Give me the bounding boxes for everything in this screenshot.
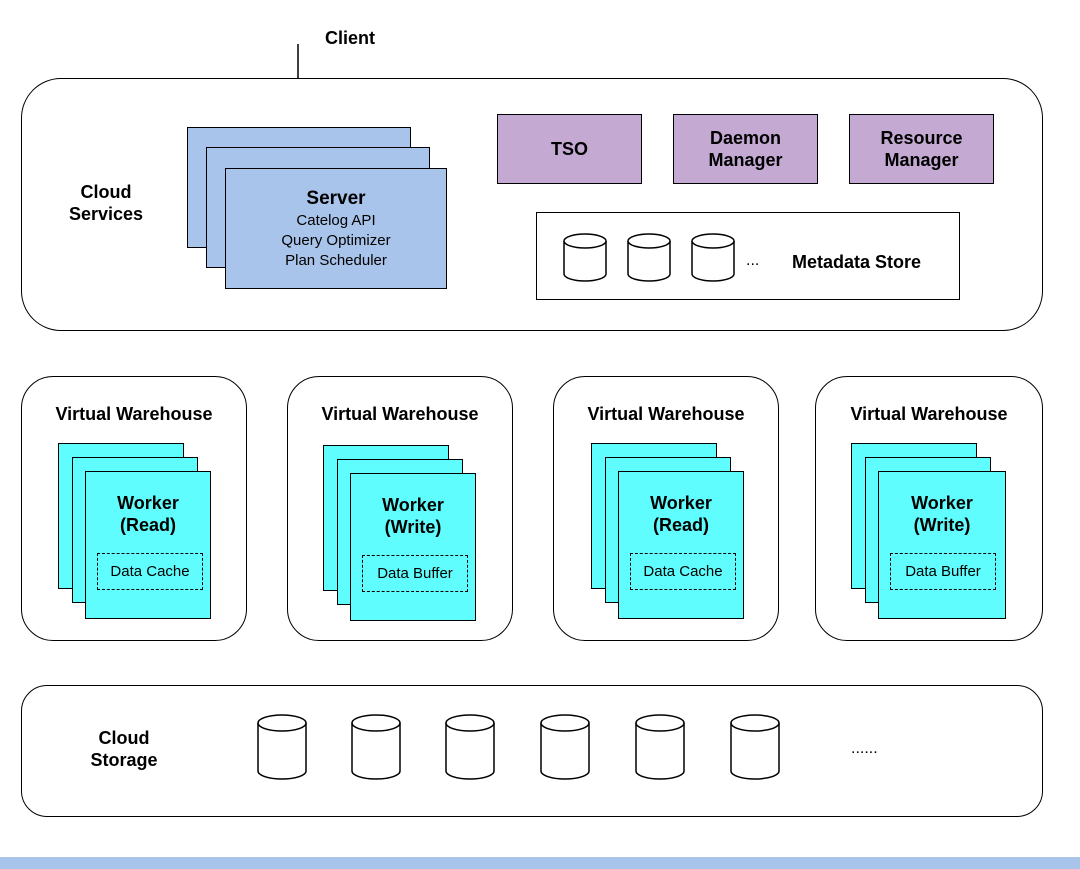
database-icon: [445, 714, 495, 780]
bottom-bar: [0, 857, 1080, 869]
client-label: Client: [324, 28, 375, 48]
database-icon: [730, 714, 780, 780]
worker-title: Worker (Read): [650, 493, 712, 535]
metadata-ellipsis: ...: [746, 252, 760, 269]
resource-manager-box: Resource Manager: [849, 114, 994, 184]
data-buffer: Data Buffer: [362, 555, 468, 592]
virtual-warehouse: Virtual Warehouse Worker (Write) Data Bu…: [287, 376, 513, 641]
data-cache: Data Cache: [97, 553, 203, 590]
warehouse-title: Virtual Warehouse: [850, 404, 1008, 424]
data-cache: Data Cache: [630, 553, 736, 590]
warehouse-title: Virtual Warehouse: [321, 404, 479, 424]
server-line-1: Catelog API: [296, 211, 376, 229]
worker-title: Worker (Write): [911, 493, 973, 535]
server-line-3: Plan Scheduler: [285, 251, 387, 269]
database-icon: [351, 714, 401, 780]
worker-card: Worker (Read) Data Cache: [85, 471, 211, 619]
worker-card: Worker (Write) Data Buffer: [878, 471, 1006, 619]
cloud-services-label: Cloud Services: [68, 182, 144, 224]
metadata-store-box: [536, 212, 960, 300]
data-buffer: Data Buffer: [890, 553, 996, 590]
virtual-warehouse: Virtual Warehouse Worker (Read) Data Cac…: [21, 376, 247, 641]
server-line-2: Query Optimizer: [281, 231, 391, 249]
worker-card: Worker (Write) Data Buffer: [350, 473, 476, 621]
virtual-warehouse: Virtual Warehouse Worker (Read) Data Cac…: [553, 376, 779, 641]
database-icon: [540, 714, 590, 780]
worker-title: Worker (Read): [117, 493, 179, 535]
database-icon: [627, 233, 671, 282]
database-icon: [257, 714, 307, 780]
warehouse-title: Virtual Warehouse: [55, 404, 213, 424]
cloud-storage-label: Cloud Storage: [90, 728, 158, 770]
database-icon: [635, 714, 685, 780]
database-icon: [691, 233, 735, 282]
metadata-store-label: Metadata Store: [792, 252, 922, 272]
storage-ellipsis: ......: [851, 740, 878, 757]
database-icon: [563, 233, 607, 282]
warehouse-title: Virtual Warehouse: [587, 404, 745, 424]
cloud-storage-panel: [21, 685, 1043, 817]
worker-card: Worker (Read) Data Cache: [618, 471, 744, 619]
tso-box: TSO: [497, 114, 642, 184]
server-card: Server Catelog API Query Optimizer Plan …: [225, 168, 447, 289]
virtual-warehouse: Virtual Warehouse Worker (Write) Data Bu…: [815, 376, 1043, 641]
worker-title: Worker (Write): [382, 495, 444, 537]
daemon-manager-box: Daemon Manager: [673, 114, 818, 184]
server-title: Server: [306, 187, 366, 209]
